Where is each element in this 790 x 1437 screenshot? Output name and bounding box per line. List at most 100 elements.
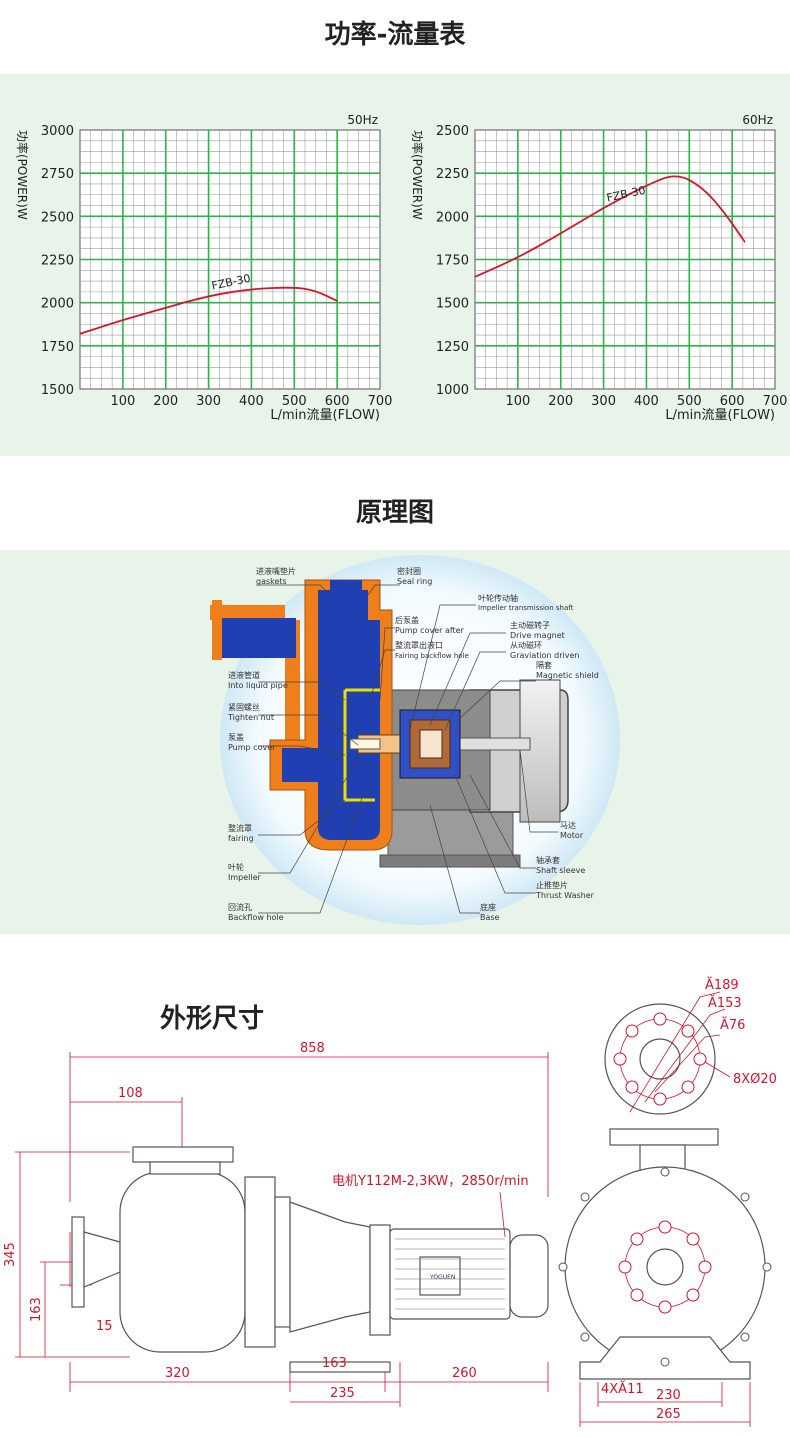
label-fairing-hole-en: Fairing backflow hole — [395, 652, 469, 660]
power-flow-title: 功率-流量表 — [324, 20, 466, 50]
label-gaskets-en: gaskets — [256, 577, 287, 586]
y-tick-label: 1000 — [436, 383, 469, 398]
pump-cutaway-diagram: 进液嘴垫片 gaskets 进液管道 Into liquid pipe 紧固螺丝… — [210, 555, 620, 925]
label-sleeve-en: Shaft sleeve — [536, 866, 585, 875]
dim-265: 265 — [656, 1407, 681, 1422]
phi-189: Ă189 — [705, 977, 739, 993]
label-driven-en: Graviation driven — [510, 651, 579, 660]
dim-230: 230 — [656, 1388, 681, 1403]
label-drive-magnet-en: Drive magnet — [510, 631, 565, 640]
leader-lines — [256, 584, 558, 914]
y-axis-label: 功率(POWER)W — [15, 130, 30, 220]
nameplate: YOGUEN — [429, 1274, 455, 1281]
label-motor-cn: 马达 — [560, 820, 576, 830]
label-gaskets-cn: 进液嘴垫片 — [256, 566, 296, 576]
label-cover-cn: 泵盖 — [228, 732, 244, 742]
label-impeller-cn: 叶轮 — [228, 862, 244, 872]
x-tick-label: 300 — [196, 394, 221, 409]
x-tick-label: 400 — [239, 394, 264, 409]
x-tick-label: 100 — [505, 394, 530, 409]
y-axis-label: 功率(POWER)W — [410, 130, 425, 220]
x-tick-label: 200 — [548, 394, 573, 409]
y-tick-label: 2250 — [41, 254, 74, 269]
motor-face — [519, 679, 561, 823]
label-shield-en: Magnetic shield — [536, 671, 599, 680]
label-washer-cn: 止推垫片 — [536, 880, 568, 890]
label-backflow-en: Backflow hole — [228, 913, 284, 922]
y-tick-label: 1750 — [41, 340, 74, 355]
x-axis-label: L/min流量(FLOW) — [270, 408, 380, 423]
x-axis-label: L/min流量(FLOW) — [665, 408, 775, 423]
dim-260: 260 — [452, 1366, 477, 1381]
y-tick-label: 1250 — [436, 340, 469, 355]
motor-label: 电机Y112M-2,3KW，2850r/min — [332, 1174, 529, 1189]
motor-fins — [395, 1238, 505, 1310]
dim-4x: 4XĂ11 — [601, 1381, 644, 1397]
y-tick-label: 3000 — [41, 124, 74, 139]
label-cover-after-en: Pump cover after — [395, 626, 465, 635]
x-tick-label: 700 — [368, 394, 393, 409]
series-line — [474, 175, 746, 278]
label-driven-cn: 从动磁环 — [510, 640, 542, 650]
phi-76: Ă76 — [720, 1017, 745, 1033]
label-motor-en: Motor — [560, 831, 584, 840]
x-tick-label: 700 — [763, 394, 788, 409]
dim-320: 320 — [165, 1366, 190, 1381]
driven-ring — [419, 729, 443, 759]
x-tick-label: 400 — [634, 394, 659, 409]
x-tick-label: 600 — [325, 394, 350, 409]
y-tick-label: 2500 — [436, 124, 469, 139]
label-shaft-cn: 叶轮传动轴 — [478, 593, 518, 603]
dim-858: 858 — [300, 1041, 325, 1056]
x-tick-label: 500 — [677, 394, 702, 409]
flange-labels: Ă189 Ă153 Ă76 8XØ20 — [705, 977, 777, 1087]
pump-chamber — [282, 590, 380, 840]
y-tick-label: 2250 — [436, 167, 469, 182]
label-washer-en: Thrust Washer — [535, 891, 595, 900]
label-shaft-en: Impeller transmission shaft — [478, 604, 574, 612]
phi-153: Ă153 — [708, 995, 742, 1011]
y-tick-label: 1750 — [436, 254, 469, 269]
dim-108: 108 — [118, 1086, 143, 1101]
suction-top — [330, 580, 362, 620]
dim-345: 345 — [3, 1242, 18, 1267]
label-drive-magnet-cn: 主动磁转子 — [510, 620, 550, 630]
x-tick-label: 100 — [110, 394, 135, 409]
x-tick-label: 600 — [720, 394, 745, 409]
label-fairing-en: fairing — [228, 834, 254, 843]
principle-title: 原理图 — [355, 498, 434, 528]
label-seal-cn: 密封圈 — [397, 566, 421, 576]
y-tick-label: 2000 — [436, 210, 469, 225]
label-fairing-cn: 整流罩 — [228, 823, 252, 833]
pump-side-view — [71, 1146, 549, 1373]
labels-right: 密封圈 Seal ring 叶轮传动轴 Impeller transmissio… — [395, 566, 599, 922]
label-base-en: Base — [480, 913, 500, 922]
end-dim-lines — [579, 1382, 751, 1427]
dim-numbers: 858 108 345 163 15 320 163 260 235 电机Y11… — [3, 1041, 529, 1401]
frequency-label: 50Hz — [347, 113, 378, 127]
labels-left: 进液嘴垫片 gaskets 进液管道 Into liquid pipe 紧固螺丝… — [227, 566, 296, 922]
flange-view — [604, 991, 731, 1115]
motor-leader — [499, 1191, 506, 1238]
inlet-flange — [212, 600, 222, 660]
y-tick-label: 2000 — [41, 297, 74, 312]
end-flange-holes — [618, 1220, 712, 1314]
end-view — [564, 1128, 766, 1380]
y-tick-label: 2750 — [41, 167, 74, 182]
shaft-sleeve — [349, 738, 381, 750]
series-line — [79, 286, 338, 335]
frequency-label: 60Hz — [742, 113, 773, 127]
x-tick-label: 200 — [153, 394, 178, 409]
y-tick-label: 1500 — [41, 383, 74, 398]
dim-235: 235 — [330, 1386, 355, 1401]
dimension-drawing: YOGUEN 858 108 345 163 15 320 163 260 23… — [3, 977, 777, 1427]
label-fairing-hole-cn: 整流罩出液口 — [395, 640, 443, 650]
label-shield-cn: 隔套 — [536, 660, 552, 670]
label-nut-cn: 紧固螺丝 — [228, 702, 260, 712]
base-foot — [379, 854, 521, 868]
label-pipe-cn: 进液管道 — [228, 670, 260, 680]
label-cover-after-cn: 后泵盖 — [395, 615, 419, 625]
label-sleeve-cn: 轴承套 — [536, 855, 560, 865]
